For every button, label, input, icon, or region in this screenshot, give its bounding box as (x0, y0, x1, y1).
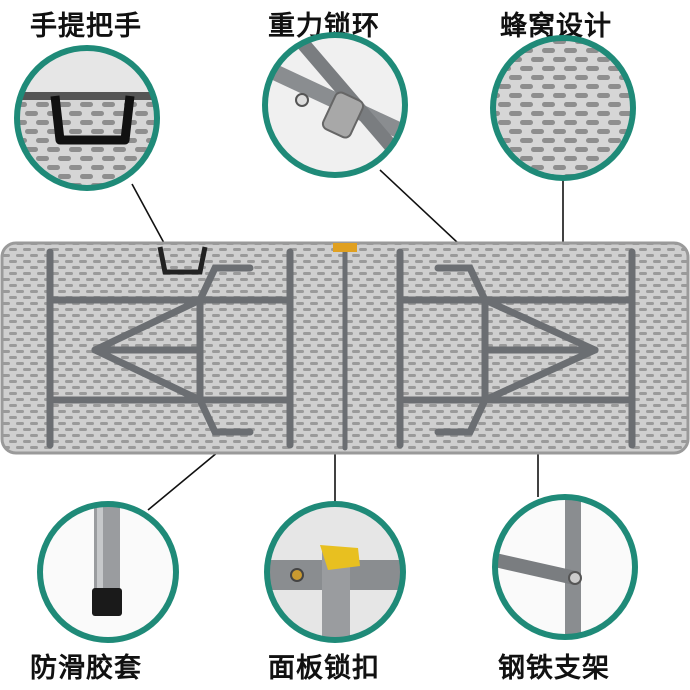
detail-circle-honeycomb (493, 38, 633, 178)
detail-circle-steel-frame (495, 497, 635, 637)
label-steel-frame: 钢铁支架 (498, 653, 610, 684)
detail-circle-cap (40, 504, 176, 640)
detail-circle-handle (17, 48, 157, 188)
label-carry-handle: 手提把手 (30, 11, 142, 42)
label-anti-slip-cap: 防滑胶套 (30, 653, 142, 684)
label-panel-lock: 面板锁扣 (268, 653, 380, 684)
folding-table (0, 241, 690, 455)
detail-circle-panel-lock (267, 504, 403, 640)
